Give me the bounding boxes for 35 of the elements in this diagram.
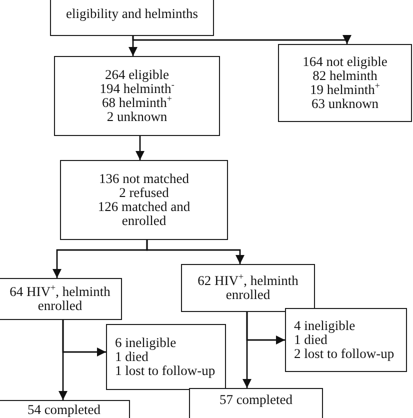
box-text: 68 helminth$^{+}$ [102, 96, 172, 110]
box-text: 4 ineligible [294, 319, 356, 333]
box-text: eligibility and helminths [66, 7, 198, 21]
arrow [132, 35, 352, 44]
box-text: 164 not eligible [302, 55, 388, 69]
box-text: 82 helminth [312, 69, 378, 83]
flow-box [0, 278, 122, 320]
box-text: 64 HIV$^{+}$, helminth enrolled [8, 285, 112, 313]
flow-box [278, 44, 412, 122]
flow-box [181, 264, 315, 312]
box-text: 126 matched and enrolled [96, 200, 192, 228]
box-text: 63 unknown [311, 97, 379, 111]
box-text: 54 completed [27, 403, 101, 417]
box-text: 2 unknown [106, 110, 168, 124]
box-text: 136 not matched [99, 172, 189, 186]
box-text: 19 helminth$^{+}$ [310, 83, 380, 97]
box-text: 62 HIV$^{+}$, helminth enrolled [196, 274, 300, 302]
flow-box [60, 160, 228, 240]
flow-box [106, 324, 226, 390]
box-text: 2 refused [119, 186, 169, 200]
box-text: 2 lost to follow-up [294, 347, 394, 361]
arrow [136, 136, 144, 160]
arrow [242, 312, 252, 388]
box-text: 6 ineligible [115, 336, 176, 350]
box-text: 1 lost to follow-up [115, 364, 216, 378]
flow-box [285, 308, 407, 372]
box-text: 264 eligible [104, 68, 170, 82]
flow-box [50, 0, 214, 36]
box-text: 1 died [294, 333, 328, 347]
box-text: 57 completed [219, 393, 293, 407]
flow-box [54, 56, 220, 136]
box-text: 194 helminth$^{-}$ [100, 82, 174, 96]
arrow [146, 240, 244, 264]
arrow [58, 320, 68, 400]
box-text: 1 died [115, 350, 148, 364]
